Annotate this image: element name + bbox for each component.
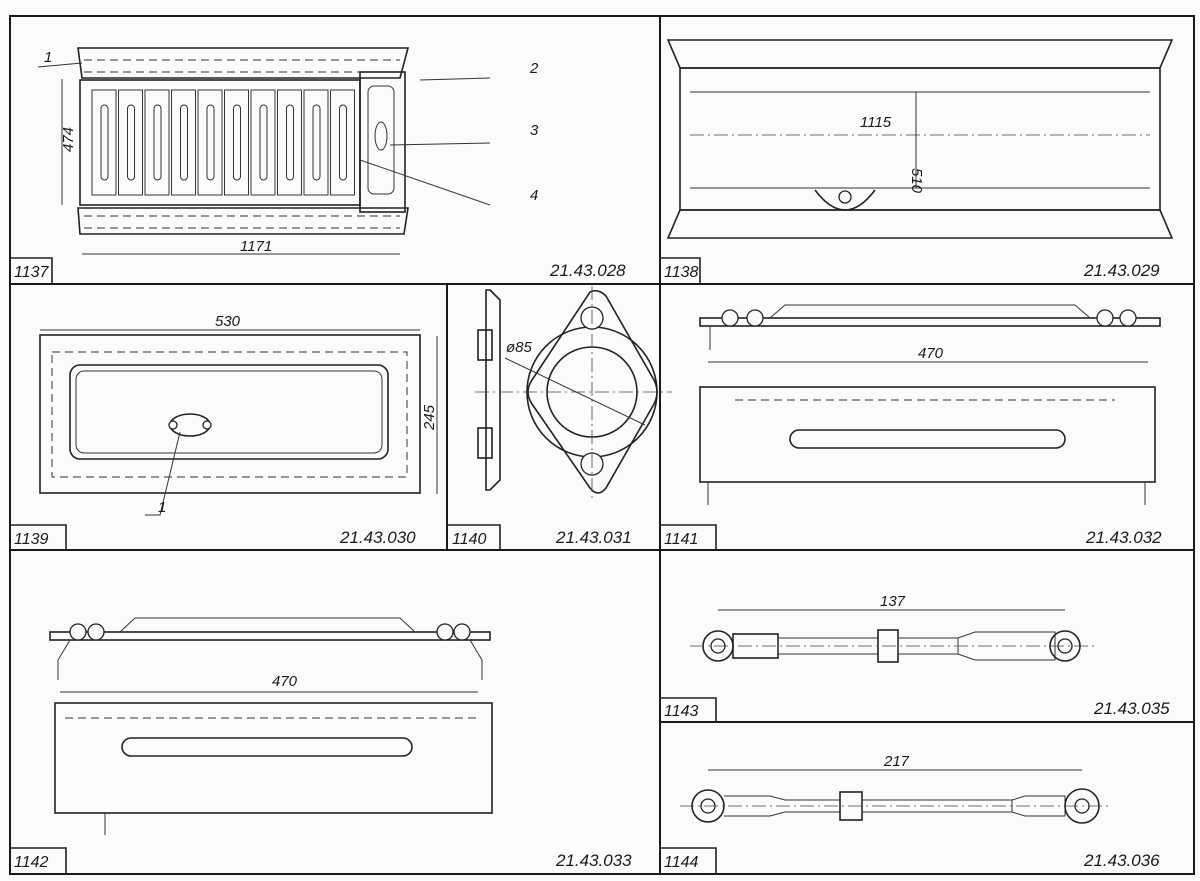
panel-code-1143: 21.43.035 [1093, 699, 1170, 718]
dim-245: 245 [421, 404, 438, 431]
dim-1115: 1115 [860, 114, 892, 131]
callout-1139-1: 1 [158, 499, 166, 516]
dim-1171: 1171 [240, 238, 272, 255]
panel-number-1139: 1139 [14, 531, 49, 548]
dim-530: 530 [215, 313, 241, 330]
cell-frame [330, 89, 355, 196]
cell-frame [197, 89, 223, 196]
panel-code-1138: 21.43.029 [1083, 261, 1160, 280]
cell-slot [233, 104, 241, 181]
sheet-frame [9, 15, 1195, 875]
cell-frame [303, 89, 329, 196]
drawing-1139-cover [39, 329, 438, 516]
callout-2: 2 [529, 60, 539, 77]
panel-number-1138: 1138 [664, 264, 699, 281]
cell-frame [277, 89, 302, 196]
panel-code-1140: 21.43.031 [555, 528, 632, 547]
dim-510: 510 [908, 168, 925, 194]
drawing-1144-rod [680, 769, 1110, 824]
dim-137: 137 [880, 593, 906, 610]
panel-code-1139: 21.43.030 [339, 528, 416, 547]
panel-number-1140: 1140 [452, 531, 487, 548]
panel-number-1141: 1141 [664, 531, 698, 548]
drawing-1143-rod [690, 609, 1095, 663]
callout-3: 3 [530, 122, 539, 139]
panel-number-1143: 1143 [664, 703, 699, 720]
cell-slot [259, 104, 268, 181]
cell-frame [171, 89, 196, 196]
drawing-1137-panel-assembly [61, 47, 410, 255]
panel-code-1141: 21.43.032 [1085, 528, 1162, 547]
drawing-1142-bracket [49, 617, 493, 835]
panel-number-boxes [10, 257, 717, 874]
dim-diameter-85: ø85 [506, 339, 533, 356]
panel-code-1137: 21.43.028 [549, 261, 626, 280]
cell-frame [118, 89, 143, 196]
cell-slot [339, 104, 347, 181]
cell-slot [180, 104, 188, 181]
panel-number-1144: 1144 [664, 854, 699, 871]
callout-1: 1 [44, 49, 52, 66]
callout-4: 4 [530, 187, 538, 204]
drawing-1140-flange [475, 286, 672, 500]
cell-frame [250, 89, 276, 196]
dim-474: 474 [60, 127, 77, 152]
cell-slot [286, 104, 294, 181]
panel-number-1142: 1142 [14, 854, 49, 871]
cell-slot [153, 104, 162, 181]
cell-slot [127, 104, 135, 181]
panel-number-1137: 1137 [14, 264, 50, 281]
cell-slot [312, 104, 321, 181]
cell-frame [224, 89, 249, 196]
cell-frame [91, 89, 117, 196]
cell-slot [206, 104, 215, 181]
panel-code-1142: 21.43.033 [555, 851, 632, 870]
dim-470-1142: 470 [272, 673, 298, 690]
cell-slot [100, 104, 109, 181]
drawing-1141-bracket [699, 304, 1161, 505]
dim-470-1141: 470 [918, 345, 944, 362]
drawing-1138-frame [666, 39, 1174, 239]
panel-code-1144: 21.43.036 [1083, 851, 1160, 870]
cell-frame [144, 89, 170, 196]
dim-217: 217 [883, 753, 910, 770]
